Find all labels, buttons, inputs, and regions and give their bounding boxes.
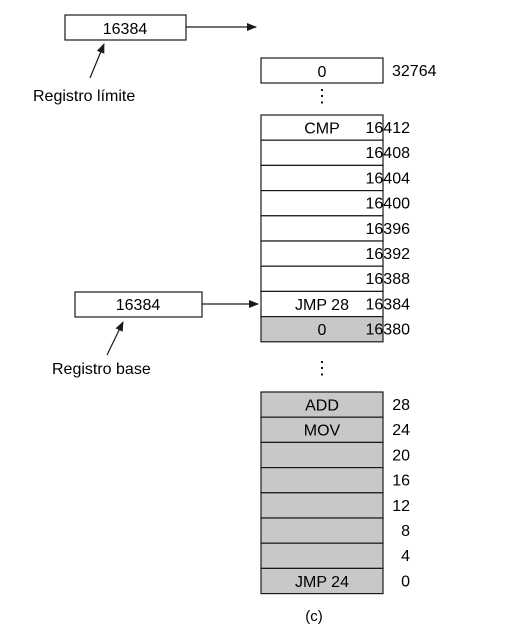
memory-address: 16408 <box>366 145 411 162</box>
memory-cell: 12 <box>260 492 410 519</box>
memory-cell: MOV 24 <box>260 416 410 444</box>
limit-register-box <box>64 14 187 41</box>
memory-cell: 8 <box>260 517 410 544</box>
memory-cell-content: JMP 24 <box>295 574 349 591</box>
memory-cell-box <box>260 467 384 494</box>
memory-top-cell <box>260 57 384 84</box>
memory-cell-box <box>260 391 384 418</box>
memory-address: 0 <box>401 573 410 590</box>
upper-memory-block: CMP 16412 16408 16404 16400 16396 16392 16388JM… <box>260 114 411 343</box>
memory-top-address: 32764 <box>392 63 437 80</box>
memory-address: 4 <box>401 548 410 565</box>
memory-top-cell-content: 0 <box>318 64 327 81</box>
base-register-value: 16384 <box>116 297 161 314</box>
memory-cell: CMP 16412 <box>260 114 411 141</box>
figure-caption: (c) <box>305 608 323 625</box>
memory-cell: 0 16380 <box>260 316 411 343</box>
memory-cell-content: ADD <box>305 398 339 415</box>
memory-address: 16380 <box>366 322 411 339</box>
memory-cell: 4 <box>260 542 410 570</box>
limit-register-label: Registro límite <box>33 88 135 105</box>
memory-cell: JMP 28 16384 <box>260 290 411 318</box>
memory-top: 0 32764 <box>260 57 437 84</box>
memory-cell: 16392 <box>260 240 411 267</box>
base-label-pointer <box>106 321 124 356</box>
memory-cell-box <box>260 164 384 192</box>
memory-cell: 20 <box>260 441 410 469</box>
memory-address: 20 <box>392 447 410 464</box>
memory-cell-content: CMP <box>304 121 340 138</box>
memory-cell: 16396 <box>260 215 411 242</box>
memory-cell-box <box>260 517 384 544</box>
memory-cell: 16400 <box>260 190 411 217</box>
memory-address: 16392 <box>366 246 411 263</box>
memory-address: 16 <box>392 473 410 490</box>
memory-address: 24 <box>392 422 410 439</box>
memory-cell-box <box>260 240 384 267</box>
memory-cell-box <box>260 441 384 469</box>
memory-address: 16384 <box>366 296 411 313</box>
limit-label-pointer <box>89 43 105 79</box>
memory-address: 8 <box>401 523 410 540</box>
memory-cell-box <box>260 542 384 570</box>
memory-cell-content: JMP 28 <box>295 297 349 314</box>
memory-cell-box <box>260 416 384 444</box>
base-register-label: Registro base <box>52 361 151 378</box>
limit-register: 16384 <box>64 14 187 41</box>
memory-address: 16412 <box>366 120 411 137</box>
memory-address: 16400 <box>366 196 411 213</box>
limit-register-value: 16384 <box>103 21 148 38</box>
memory-cell-box <box>260 567 384 595</box>
memory-address: 16404 <box>366 170 411 187</box>
memory-cell-content: 0 <box>318 322 327 339</box>
memory-cell: 16 <box>260 467 410 494</box>
memory-cell-box <box>260 492 384 519</box>
ellipsis-top: ⋮ <box>313 86 331 106</box>
memory-cell-content: MOV <box>304 423 341 440</box>
memory-address: 16396 <box>366 221 411 238</box>
memory-address: 28 <box>392 397 410 414</box>
memory-cell: 16404 <box>260 164 411 192</box>
memory-address: 16388 <box>366 271 411 288</box>
memory-cell: 16388 <box>260 265 411 293</box>
ellipsis-middle: ⋮ <box>313 358 331 378</box>
memory-cell-box <box>260 190 384 217</box>
memory-cell-box <box>260 215 384 242</box>
base-register: 16384 <box>74 291 203 318</box>
memory-cell-box <box>260 316 384 343</box>
memory-cell: JMP 24 0 <box>260 567 410 595</box>
memory-cell-box <box>260 265 384 293</box>
memory-cell: ADD 28 <box>260 391 410 418</box>
memory-cell: 16408 <box>260 139 411 166</box>
memory-cell-box <box>260 290 384 318</box>
memory-address: 12 <box>392 498 410 515</box>
